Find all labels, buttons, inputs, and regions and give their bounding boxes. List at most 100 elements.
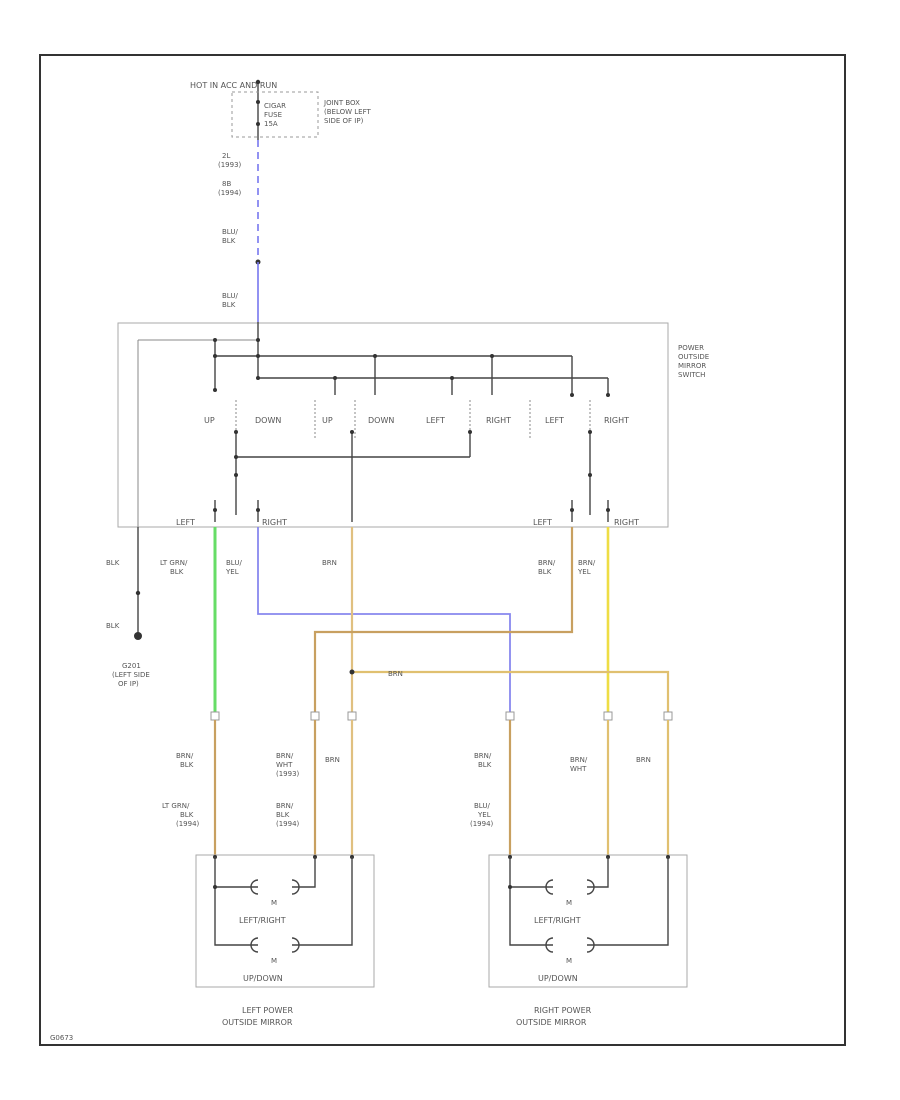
node [135, 590, 141, 596]
node [213, 885, 217, 889]
mid-w4-b: BLK [538, 568, 552, 576]
pos-up-2: UP [322, 416, 333, 425]
lm-title-1: LEFT POWER [242, 1006, 293, 1015]
node [256, 122, 260, 126]
ground-label-3: OF IP) [118, 680, 139, 688]
lm-m1: M [271, 899, 277, 907]
pos-right-1: RIGHT [486, 416, 511, 425]
switch-title-2: OUTSIDE [678, 353, 709, 361]
node [606, 393, 610, 397]
rm-title-1: RIGHT POWER [534, 1006, 592, 1015]
rm-w2-2: WHT [570, 765, 587, 773]
wire-top2-b: BLK [222, 301, 236, 309]
lm-w2a-1: BRN/ [276, 752, 294, 760]
corner-code: G0673 [50, 1034, 73, 1042]
lm-w2a-2: WHT [276, 761, 293, 769]
splice [349, 669, 355, 675]
mid-w5-a: BRN/ [578, 559, 596, 567]
rm-motor1-symbol [545, 879, 595, 895]
switch-title-1: POWER [678, 344, 704, 352]
rm-internal-1 [509, 857, 553, 946]
conn1-b: (1993) [218, 161, 242, 169]
lm-m2: M [271, 957, 277, 965]
mid-w4-a: BRN/ [538, 559, 556, 567]
pos-left-1: LEFT [426, 416, 445, 425]
lm-title-2: OUTSIDE MIRROR [222, 1018, 293, 1027]
hot-label: HOT IN ACC AND RUN [190, 81, 277, 90]
junction-label-1: JOINT BOX [323, 99, 360, 107]
switch-left-label: LEFT [176, 518, 195, 527]
left-mirror-box [195, 854, 375, 988]
lm-w1a-1: BRN/ [176, 752, 194, 760]
node [234, 455, 238, 459]
switch-left2-label: LEFT [533, 518, 552, 527]
cross-label: BRN [388, 670, 403, 678]
diagram-frame [39, 54, 846, 1046]
pos-up-1: UP [204, 416, 215, 425]
rm-motor2-symbol [545, 937, 595, 953]
brn-blk-wire [313, 527, 574, 715]
switch-right-label: RIGHT [262, 518, 287, 527]
node [606, 508, 610, 512]
lm-w2b-1: BRN/ [276, 802, 294, 810]
connector-row [210, 711, 673, 721]
node [234, 473, 238, 477]
node [256, 100, 260, 104]
mid-w2-a: BLU/ [226, 559, 242, 567]
rm-w1a-1: BRN/ [474, 752, 492, 760]
rm-w3: BRN [636, 756, 651, 764]
pos-left-2: LEFT [545, 416, 564, 425]
lm-w2a-3: (1993) [276, 770, 300, 778]
rm-motor1-label: LEFT/RIGHT [534, 916, 581, 925]
mid-w1-b: BLK [170, 568, 184, 576]
ground-label-2: (LEFT SIDE [112, 671, 150, 679]
lm-w1b-1: LT GRN/ [162, 802, 190, 810]
rm-w1b-1: BLU/ [474, 802, 490, 810]
switch-title-3: MIRROR [678, 362, 706, 370]
node [213, 388, 217, 392]
lm-motor1-symbol [250, 879, 300, 895]
rm-internal-3 [587, 857, 609, 888]
lm-motor2-label: UP/DOWN [243, 974, 283, 983]
mid-w5-b: YEL [577, 568, 591, 576]
node [213, 354, 217, 358]
node [256, 508, 260, 512]
node [213, 338, 217, 342]
node [350, 430, 354, 434]
wire-top2-a: BLU/ [222, 292, 238, 300]
fuse-label-2: FUSE [264, 111, 282, 119]
wire-top-b: BLK [222, 237, 236, 245]
node [256, 338, 260, 342]
lm-motor1-label: LEFT/RIGHT [239, 916, 286, 925]
rm-m1: M [566, 899, 572, 907]
node [255, 79, 261, 85]
pos-right-2: RIGHT [604, 416, 629, 425]
right-mirror-box [488, 854, 688, 988]
lm-w1a-2: BLK [180, 761, 194, 769]
lm-w1b-3: (1994) [176, 820, 200, 828]
node [256, 376, 260, 380]
junction-box-outline [231, 91, 319, 138]
lm-internal-4 [292, 857, 353, 946]
node [333, 376, 337, 380]
mid-w1-a: LT GRN/ [160, 559, 188, 567]
node [508, 885, 512, 889]
junction-label-2: (BELOW LEFT [324, 108, 371, 116]
node [256, 354, 260, 358]
node [588, 473, 592, 477]
mirror-switch-box [117, 322, 669, 528]
lm-motor2-symbol [250, 937, 300, 953]
ground-wire1-label: BLK [106, 559, 120, 567]
wire-top-a: BLU/ [222, 228, 238, 236]
node [570, 508, 574, 512]
brn-cross-wire [352, 670, 670, 715]
fuse-label-3: 15A [264, 120, 278, 128]
fuse-label-1: CIGAR [264, 102, 286, 110]
conn2-a: 8B [222, 180, 231, 188]
pos-down-1: DOWN [255, 416, 281, 425]
ground-point [134, 632, 142, 640]
lm-internal-3 [292, 857, 316, 888]
ground-label-1: G201 [122, 662, 141, 670]
conn2-b: (1994) [218, 189, 242, 197]
